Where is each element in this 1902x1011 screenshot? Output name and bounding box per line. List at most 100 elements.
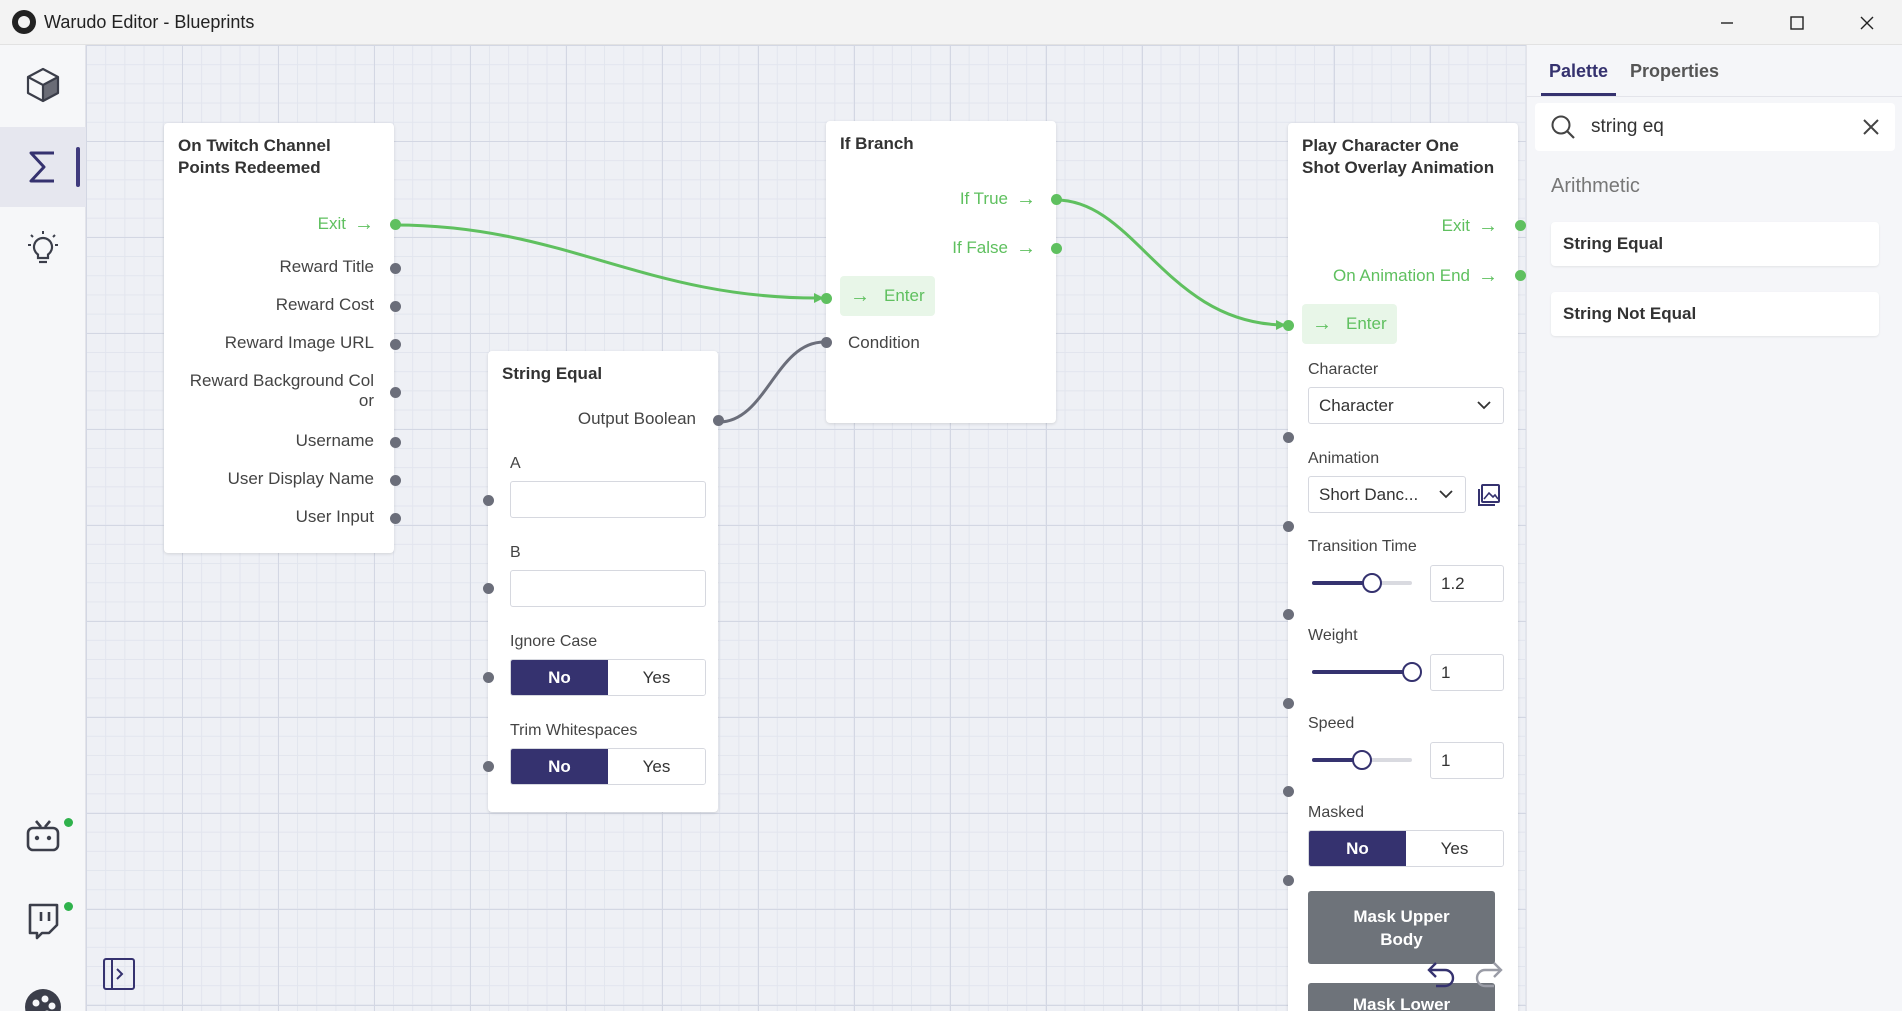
node-string-equal[interactable]: String Equal Output Boolean A B Ignore C… bbox=[483, 351, 724, 812]
palette-item-string-not-equal[interactable]: String Not Equal bbox=[1551, 292, 1879, 336]
select-animation[interactable]: Short Danc... bbox=[1308, 476, 1466, 513]
node-play-overlay-animation[interactable]: Play Character One Shot Overlay Animatio… bbox=[1288, 123, 1518, 1011]
port-handle-ignore-case[interactable] bbox=[483, 672, 494, 683]
input-transition-time[interactable]: 1.2 bbox=[1430, 565, 1504, 602]
toggle-trim-whitespaces: No Yes bbox=[510, 748, 706, 785]
sidebar-item-warudo[interactable] bbox=[0, 967, 86, 1011]
port-reward-cost: Reward Cost bbox=[275, 295, 374, 314]
port-handle-on-animation-end[interactable] bbox=[1515, 270, 1526, 281]
toggle-option-no[interactable]: No bbox=[1309, 831, 1406, 866]
port-handle-trim-whitespaces[interactable] bbox=[483, 761, 494, 772]
undo-icon[interactable] bbox=[1424, 957, 1458, 991]
arrow-right-icon: → bbox=[1478, 265, 1498, 287]
port-handle-a[interactable] bbox=[483, 495, 494, 506]
toggle-option-yes[interactable]: Yes bbox=[608, 749, 705, 784]
field-label-transition-time: Transition Time bbox=[1308, 538, 1417, 555]
select-character[interactable]: Character bbox=[1308, 387, 1504, 424]
port-enter[interactable]: →Enter bbox=[840, 276, 935, 316]
port-handle-weight[interactable] bbox=[1283, 698, 1294, 709]
toggle-option-yes[interactable]: Yes bbox=[1406, 831, 1503, 866]
bilibili-status-dot bbox=[64, 818, 73, 827]
port-enter[interactable]: →Enter bbox=[1302, 304, 1397, 344]
port-handle-output-boolean[interactable] bbox=[713, 415, 724, 426]
input-weight[interactable]: 1 bbox=[1430, 654, 1504, 691]
panel-tabs: Palette Properties bbox=[1527, 45, 1902, 97]
port-handle-exit[interactable] bbox=[390, 219, 401, 230]
port-exit[interactable]: Exit→ bbox=[317, 213, 374, 235]
node-twitch-redeemed[interactable]: On Twitch Channel Points Redeemed Exit→ … bbox=[164, 123, 401, 553]
port-handle[interactable] bbox=[390, 513, 401, 524]
port-handle-transition-time[interactable] bbox=[1283, 609, 1294, 620]
port-handle-character[interactable] bbox=[1283, 432, 1294, 443]
toggle-option-yes[interactable]: Yes bbox=[608, 660, 705, 695]
window-title: Warudo Editor - Blueprints bbox=[44, 11, 255, 32]
window-controls bbox=[1692, 0, 1902, 45]
toggle-option-no[interactable]: No bbox=[511, 749, 608, 784]
port-handle[interactable] bbox=[390, 437, 401, 448]
redo-icon[interactable] bbox=[1472, 957, 1506, 991]
minimize-button[interactable] bbox=[1692, 0, 1762, 45]
port-handle[interactable] bbox=[390, 301, 401, 312]
search-input[interactable]: string eq bbox=[1591, 116, 1664, 137]
port-output-boolean: Output Boolean bbox=[577, 409, 696, 428]
tab-palette[interactable]: Palette bbox=[1541, 61, 1617, 96]
port-handle-speed[interactable] bbox=[1283, 786, 1294, 797]
port-on-animation-end[interactable]: On Animation End→ bbox=[1332, 265, 1498, 287]
port-handle[interactable] bbox=[390, 263, 401, 274]
input-speed[interactable]: 1 bbox=[1430, 742, 1504, 779]
port-if-true[interactable]: If True→ bbox=[959, 188, 1036, 210]
port-handle[interactable] bbox=[390, 475, 401, 486]
port-handle-condition[interactable] bbox=[821, 337, 832, 348]
animation-gallery-icon[interactable] bbox=[1476, 482, 1502, 508]
field-label-a: A bbox=[510, 455, 521, 472]
port-handle-if-true[interactable] bbox=[1051, 194, 1062, 205]
input-b[interactable] bbox=[510, 570, 706, 607]
title-bar: Warudo Editor - Blueprints bbox=[0, 0, 1902, 45]
node-title: String Equal bbox=[502, 364, 603, 383]
sidebar-item-blueprints[interactable] bbox=[0, 127, 86, 207]
lightbulb-icon bbox=[28, 231, 58, 264]
close-button[interactable] bbox=[1832, 0, 1902, 45]
slider-weight[interactable] bbox=[1312, 662, 1422, 682]
chevron-down-icon bbox=[1477, 401, 1491, 410]
close-icon[interactable] bbox=[1859, 115, 1883, 139]
port-if-false[interactable]: If False→ bbox=[952, 237, 1036, 259]
port-handle-animation[interactable] bbox=[1283, 521, 1294, 532]
sidebar-item-bilibili[interactable] bbox=[0, 797, 86, 877]
slider-speed[interactable] bbox=[1312, 750, 1412, 770]
maximize-button[interactable] bbox=[1762, 0, 1832, 45]
port-handle[interactable] bbox=[390, 339, 401, 350]
port-condition: Condition bbox=[848, 333, 920, 352]
field-label-speed: Speed bbox=[1308, 715, 1355, 732]
mask-upper-body-button[interactable]: Mask Upper Body bbox=[1308, 891, 1495, 964]
arrow-right-icon: → bbox=[1478, 215, 1498, 237]
sidebar-item-twitch[interactable] bbox=[0, 881, 86, 961]
port-handle-masked[interactable] bbox=[1283, 875, 1294, 886]
port-handle[interactable] bbox=[390, 387, 401, 398]
cube-icon bbox=[26, 67, 60, 103]
port-reward-title: Reward Title bbox=[279, 257, 374, 276]
node-if-branch[interactable]: If Branch If True→ If False→ →Enter Cond… bbox=[826, 121, 1062, 423]
palette-item-string-equal[interactable]: String Equal bbox=[1551, 222, 1879, 266]
port-handle-if-false[interactable] bbox=[1051, 243, 1062, 254]
blueprint-canvas[interactable]: On Twitch Channel Points Redeemed Exit→ … bbox=[86, 45, 1526, 1011]
sidebar-item-tips[interactable] bbox=[0, 210, 86, 290]
palette-search[interactable]: string eq bbox=[1535, 103, 1895, 151]
port-exit[interactable]: Exit→ bbox=[1441, 215, 1498, 237]
toggle-panel-icon[interactable] bbox=[102, 957, 136, 991]
slider-transition-time[interactable] bbox=[1312, 573, 1412, 593]
sidebar-item-scene[interactable] bbox=[0, 45, 86, 125]
tab-properties[interactable]: Properties bbox=[1630, 61, 1720, 81]
input-a[interactable] bbox=[510, 481, 706, 518]
port-handle-enter[interactable] bbox=[821, 293, 832, 304]
mask-lower-body-button[interactable]: Mask Lower bbox=[1308, 983, 1495, 1011]
connection-wires bbox=[394, 198, 1287, 424]
arrow-right-icon: → bbox=[850, 284, 870, 307]
port-handle-enter[interactable] bbox=[1283, 320, 1294, 331]
port-handle-b[interactable] bbox=[483, 583, 494, 594]
port-handle-exit[interactable] bbox=[1515, 220, 1526, 231]
field-label-masked: Masked bbox=[1308, 804, 1365, 821]
toggle-option-no[interactable]: No bbox=[511, 660, 608, 695]
arrow-right-icon: → bbox=[1016, 188, 1036, 210]
node-title-line2: Shot Overlay Animation bbox=[1302, 158, 1495, 177]
